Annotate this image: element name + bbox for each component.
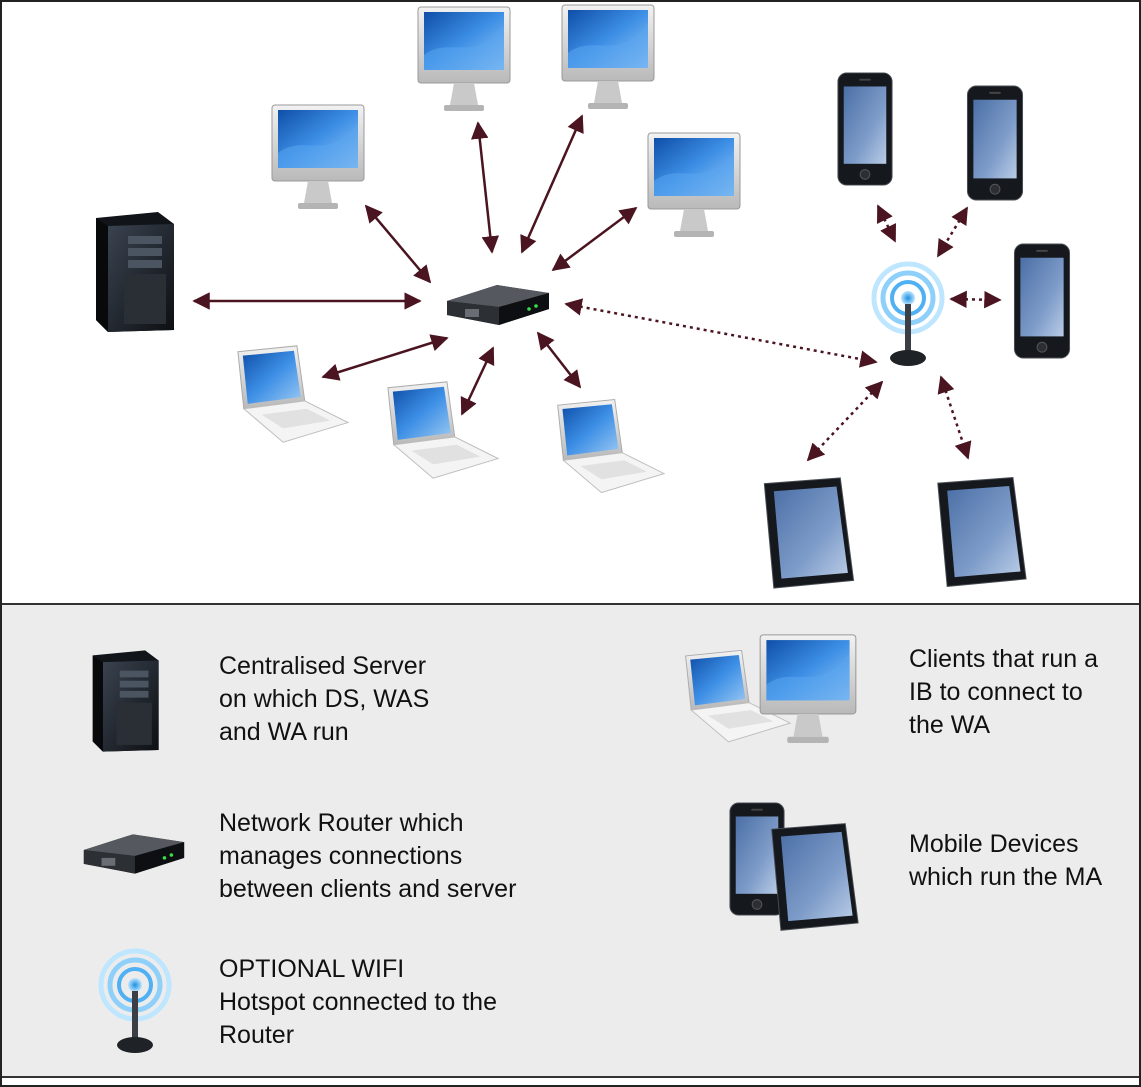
legend-server-text: Centralised Server on which DS, WAS and … — [219, 650, 429, 749]
server-tower-icon — [96, 212, 174, 332]
connection-arrow — [876, 204, 897, 243]
smartphone-icon — [1013, 243, 1071, 359]
legend-line: Hotspot connected to the — [219, 988, 497, 1016]
legend-line: between clients and server — [219, 875, 517, 903]
imac-icon — [561, 4, 655, 110]
connection-arrow — [564, 298, 878, 368]
network-router-icon — [447, 285, 549, 325]
legend-line: manages connections — [219, 842, 463, 870]
connection-arrow — [949, 290, 1002, 309]
laptop-icon — [387, 381, 499, 479]
connection-arrow — [551, 206, 638, 272]
smartphone-icon — [966, 85, 1024, 201]
legend-line: on which DS, WAS — [219, 685, 430, 713]
legend-server-icon — [92, 650, 159, 752]
connection-arrow — [936, 206, 969, 258]
legend-line: IB to connect to — [909, 678, 1083, 706]
wireless-connections — [564, 204, 1002, 462]
connection-arrow — [321, 334, 449, 381]
legend-line: the WA — [909, 711, 991, 739]
legend-clients-text: Clients that run a IB to connect to the … — [909, 643, 1098, 742]
legend-line: OPTIONAL WIFI — [219, 955, 405, 983]
connection-arrow — [364, 204, 432, 284]
tablet-icon — [937, 476, 1027, 588]
legend-line: and WA run — [219, 718, 349, 746]
legend-line: Network Router which — [219, 809, 464, 837]
legend-hotspot-text: OPTIONAL WIFI Hotspot connected to the R… — [219, 953, 497, 1052]
connection-arrow — [520, 114, 584, 254]
laptop-icon — [557, 399, 665, 494]
wifi-hotspot-icon — [874, 264, 942, 366]
connection-arrow — [471, 121, 499, 254]
connection-arrow — [937, 375, 972, 460]
connection-arrow — [460, 346, 495, 416]
connection-arrow — [536, 331, 582, 389]
legend-line: Router — [219, 1021, 295, 1049]
legend-line: Centralised Server — [219, 652, 427, 680]
legend-line: Clients that run a — [909, 645, 1098, 673]
imac-icon — [647, 132, 741, 238]
legend-mobile-text: Mobile Devices which run the MA — [909, 828, 1102, 894]
imac-icon — [271, 104, 365, 210]
legend-line: Mobile Devices — [909, 830, 1079, 858]
imac-icon — [417, 6, 511, 112]
connection-arrow — [806, 380, 884, 462]
legend-line: which run the MA — [909, 863, 1103, 891]
wired-connections — [192, 114, 638, 416]
legend-router-text: Network Router which manages connections… — [219, 807, 516, 906]
tablet-icon — [763, 477, 855, 589]
diagram-area — [96, 4, 1071, 589]
smartphone-icon — [837, 72, 893, 186]
legend-panel — [0, 603, 1141, 1078]
laptop-icon — [237, 345, 349, 443]
